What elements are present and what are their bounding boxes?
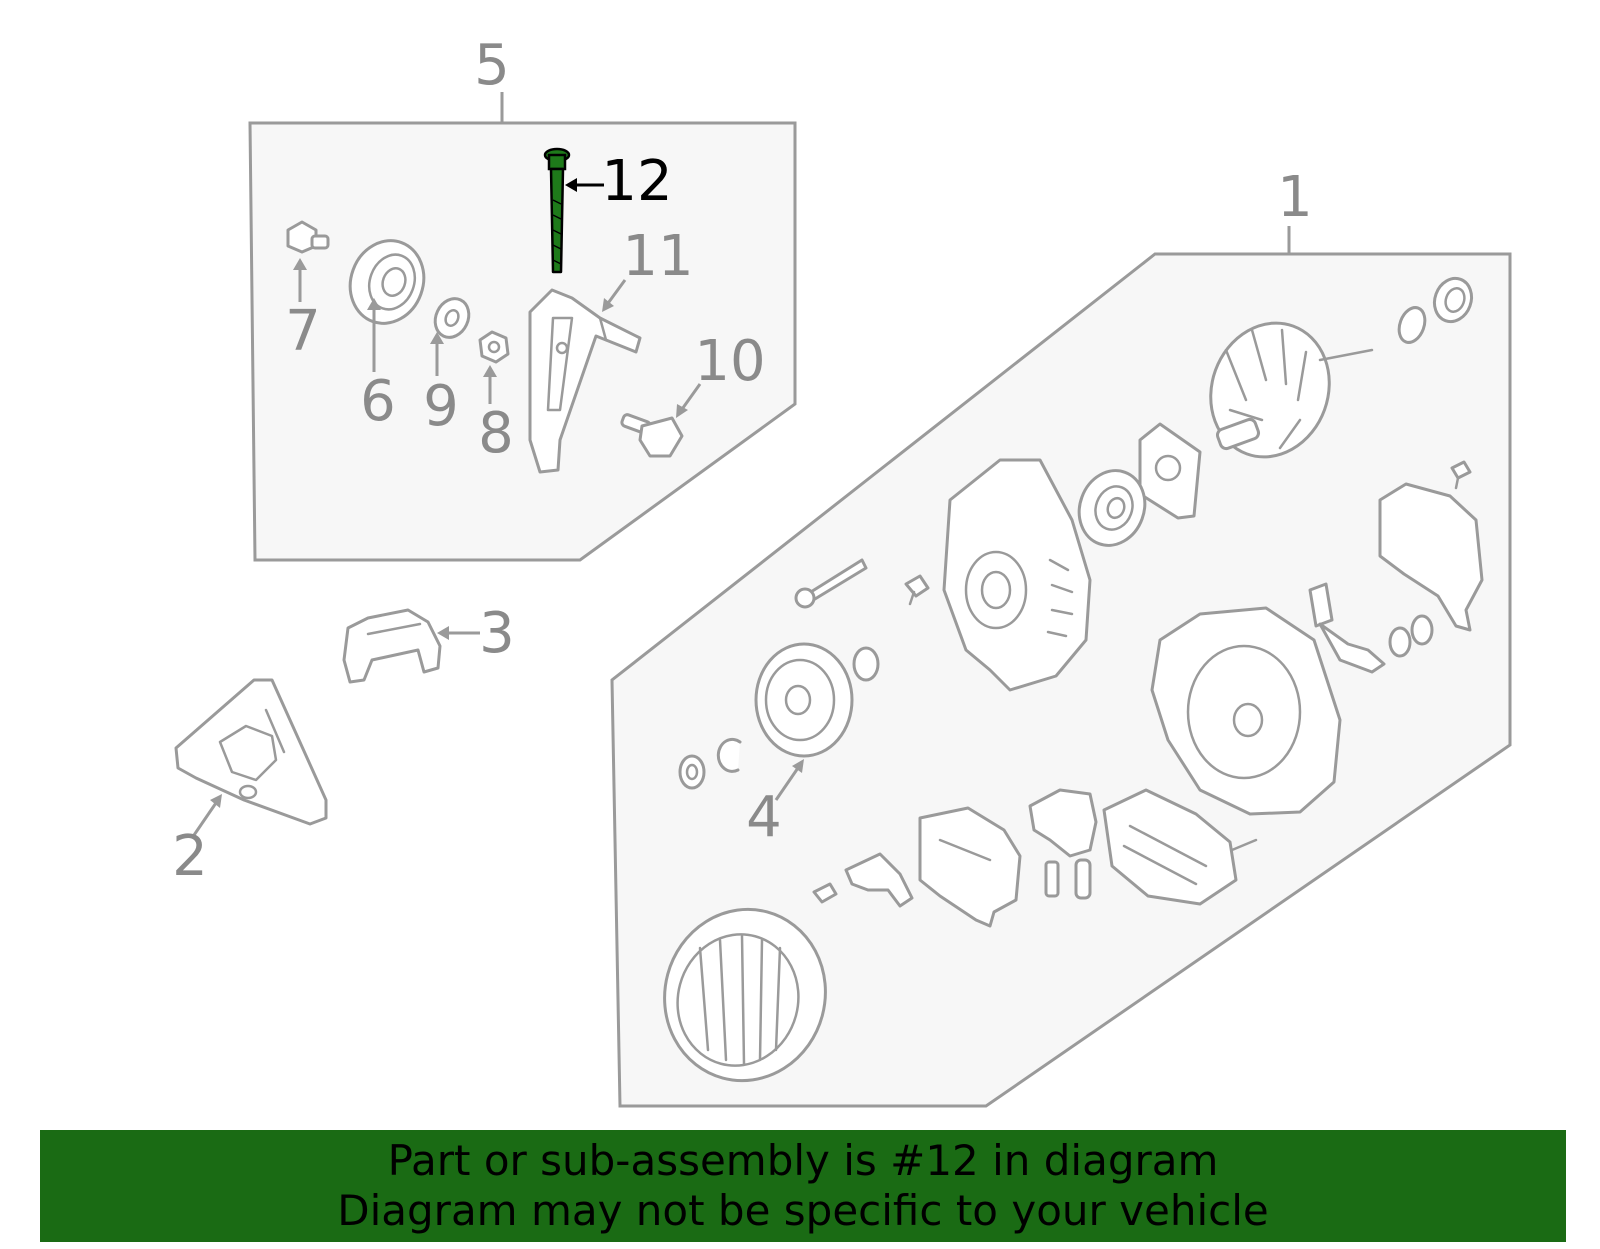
part-2-mount-bracket[interactable] <box>174 678 328 826</box>
part-3-cover[interactable] <box>342 608 442 684</box>
part-rear-housing[interactable] <box>1150 606 1342 816</box>
part-11-bracket[interactable] <box>528 288 642 474</box>
callout-4: 4 <box>746 785 782 850</box>
callout-3: 3 <box>479 601 515 666</box>
part-terminal-post[interactable] <box>1308 582 1386 674</box>
banner-line-1: Part or sub-assembly is #12 in diagram <box>387 1136 1219 1185</box>
part-screw-terminal[interactable] <box>812 882 838 904</box>
part-screw-small[interactable] <box>904 574 930 606</box>
part-rectifier[interactable] <box>1102 788 1258 906</box>
callout-7: 7 <box>285 299 321 364</box>
part-front-housing[interactable] <box>942 458 1092 692</box>
part-brush[interactable] <box>1044 860 1060 898</box>
part-collar[interactable] <box>1429 273 1478 327</box>
part-brush-cover[interactable] <box>1028 788 1098 858</box>
part-rotor[interactable] <box>1192 306 1374 473</box>
part-4-pulley[interactable] <box>754 642 854 758</box>
part-12-bolt-highlighted[interactable] <box>543 147 571 274</box>
part-spacer[interactable] <box>852 646 880 682</box>
callout-6: 6 <box>360 369 396 434</box>
part-insulator[interactable] <box>1388 614 1434 658</box>
part-rear-cover[interactable] <box>1378 482 1484 632</box>
info-banner: Part or sub-assembly is #12 in diagram D… <box>40 1130 1566 1242</box>
callout-8: 8 <box>478 401 514 466</box>
callout-1: 1 <box>1277 165 1313 230</box>
part-washer-small[interactable] <box>1395 304 1430 346</box>
callout-12: 12 <box>601 149 672 214</box>
part-8-nut[interactable] <box>478 330 510 364</box>
callout-11: 11 <box>622 224 693 289</box>
part-9-washer[interactable] <box>429 293 475 343</box>
part-regulator[interactable] <box>918 806 1022 928</box>
callout-10: 10 <box>694 329 765 394</box>
banner-line-2: Diagram may not be specific to your vehi… <box>337 1186 1269 1235</box>
part-spring[interactable] <box>1074 858 1092 900</box>
part-lock-washer[interactable] <box>716 737 742 773</box>
part-bearing[interactable] <box>1069 461 1155 554</box>
callout-5: 5 <box>474 33 510 98</box>
part-long-bolt[interactable] <box>794 558 868 609</box>
part-7-bolt[interactable] <box>286 220 330 254</box>
callout-9: 9 <box>423 374 459 439</box>
part-cover-screw[interactable] <box>1450 460 1472 490</box>
callout-2: 2 <box>172 824 208 889</box>
part-nut-pulley[interactable] <box>678 754 706 790</box>
part-10-adjust-bolt[interactable] <box>620 413 684 458</box>
part-stator[interactable] <box>645 891 844 1099</box>
part-terminal-clip[interactable] <box>844 852 914 908</box>
